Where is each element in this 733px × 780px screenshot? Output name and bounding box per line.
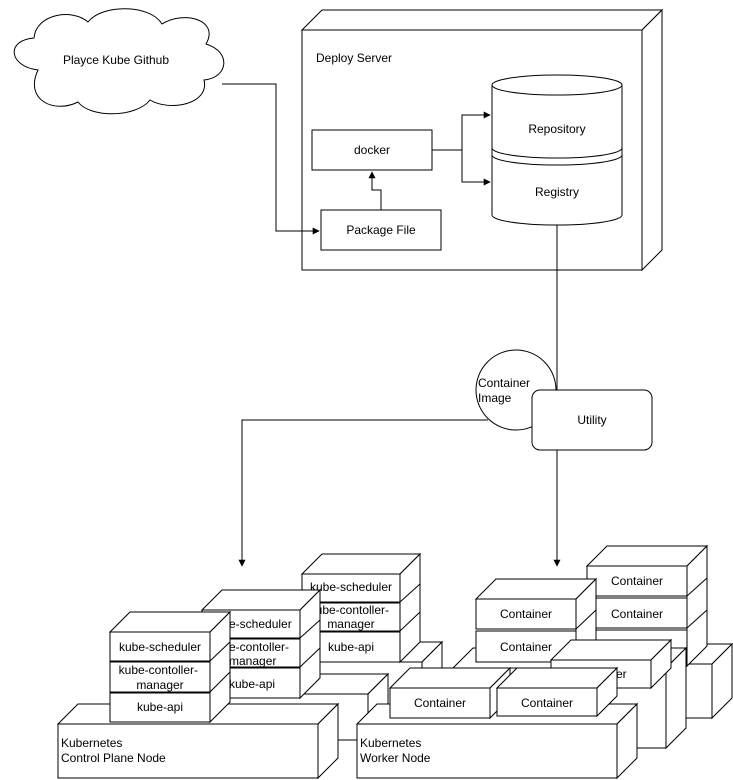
front-container-1-label: Container xyxy=(414,696,466,710)
utility-label: Utility xyxy=(577,413,606,427)
rear-kube-controller-label: kube-contoller- manager xyxy=(310,603,393,631)
rear-kube-scheduler-label: kube-scheduler xyxy=(310,580,392,594)
package-file-label: Package File xyxy=(346,223,416,237)
deploy-server-label: Deploy Server xyxy=(316,51,392,65)
partial-container-label: er xyxy=(616,667,627,681)
docker-label: docker xyxy=(354,143,390,157)
rear-kube-api-label: kube-api xyxy=(328,640,374,654)
repository-registry-cylinder: Repository Registry xyxy=(491,74,623,226)
docker-box: docker xyxy=(311,129,433,171)
rear-container-1-label: Container xyxy=(611,574,663,588)
front-kube-scheduler-label: kube-scheduler xyxy=(119,640,201,654)
mid-container-1-label: Container xyxy=(500,607,552,621)
worker-label: Kubernetes Worker Node xyxy=(360,736,431,765)
front-kube-api-label: kube-api xyxy=(137,700,183,714)
control-plane-label: Kubernetes Control Plane Node xyxy=(61,736,166,765)
docker-to-repository-arrow xyxy=(432,111,491,151)
package-to-docker-arrow xyxy=(368,171,382,210)
control-plane-back-stack: kube-scheduler kube-contoller- manager k… xyxy=(200,552,444,742)
docker-to-registry-arrow xyxy=(461,150,491,186)
control-plane-front-stack: kube-scheduler kube-contoller- manager k… xyxy=(108,610,232,724)
image-to-control-plane-arrow xyxy=(238,419,488,567)
connectors xyxy=(222,83,561,567)
cloud-to-package-arrow xyxy=(222,83,320,235)
utility-box: Utility xyxy=(531,389,653,451)
front-kube-controller-label: kube-contoller- manager xyxy=(119,663,202,692)
mid-kube-api-label: kube-api xyxy=(229,677,275,691)
mid-kube-scheduler-label: e-scheduler xyxy=(229,617,292,631)
repository-label: Repository xyxy=(528,122,585,136)
front-container-2-label: Container xyxy=(521,696,573,710)
registry-label: Registry xyxy=(535,185,579,199)
container-image-label: Container Image xyxy=(478,376,533,405)
github-cloud: Playce Kube Github xyxy=(13,8,225,115)
package-file-box: Package File xyxy=(320,209,442,251)
mid-kube-controller-label: e-contoller- manager xyxy=(229,640,292,668)
rear-container-2-label: Container xyxy=(611,607,663,621)
cloud-label: Playce Kube Github xyxy=(63,53,169,67)
mid-container-2-label: Container xyxy=(500,640,552,654)
worker-front-containers: Container Container xyxy=(388,666,619,720)
